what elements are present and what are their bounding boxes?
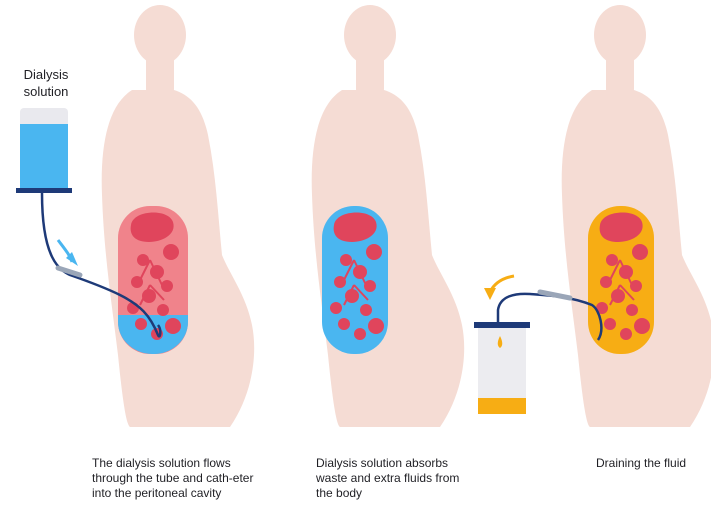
dialysis-bag — [16, 108, 72, 193]
peritoneal-cavity-2 — [322, 206, 388, 354]
dialysis-solution-label: Dialysis solution — [14, 66, 78, 100]
drain-bag — [474, 322, 530, 414]
step-2-caption: Dialysis solution absorbs waste and extr… — [316, 456, 466, 501]
peritoneal-cavity-3 — [588, 206, 654, 354]
step-3-illustration — [474, 5, 711, 427]
step-1-caption: The dialysis solution flows through the … — [92, 456, 262, 501]
step-3-caption: Draining the fluid — [596, 456, 706, 471]
step-2-illustration — [312, 5, 464, 427]
peritoneal-cavity-1 — [118, 206, 188, 354]
